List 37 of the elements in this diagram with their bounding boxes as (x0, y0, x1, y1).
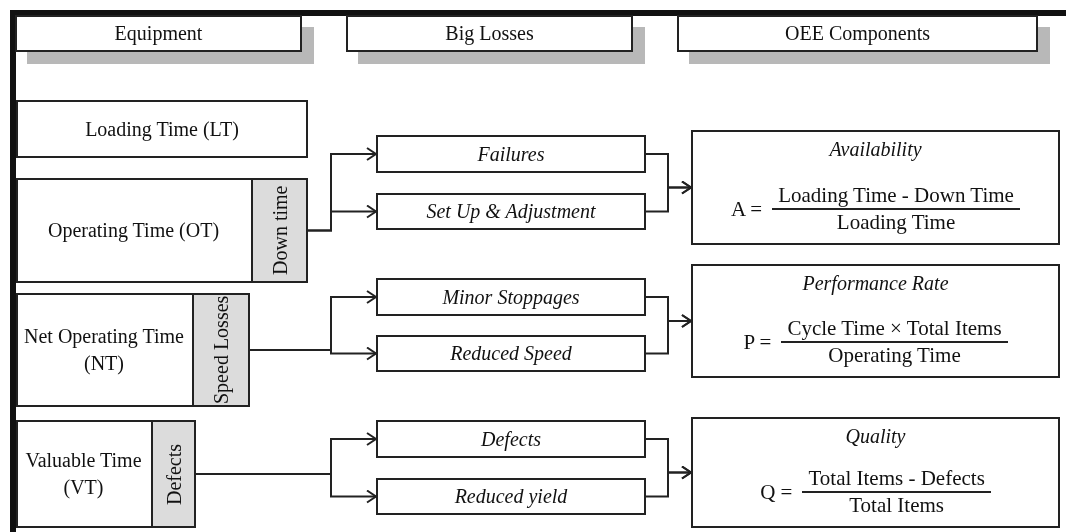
fraction-denominator: Operating Time (827, 343, 962, 368)
connector-arrow (195, 473, 377, 504)
time-label: Valuable Time (VT) (24, 448, 143, 501)
loss-box: Failures (376, 135, 646, 173)
fraction-denominator: Total Items (848, 493, 945, 518)
connector-arrow (249, 346, 377, 361)
time-box: Loading Time (LT) (16, 100, 308, 158)
loss-tab: Down time (251, 178, 308, 283)
formula-box (691, 264, 1060, 378)
loss-tab: Defects (151, 420, 196, 528)
formula-title: Quality (845, 425, 906, 448)
formula-title: Performance Rate (802, 272, 949, 295)
loss-box: Set Up & Adjustment (376, 193, 646, 230)
formula-symbol: P = (743, 329, 772, 355)
time-box (16, 293, 250, 407)
time-box (16, 420, 196, 528)
fraction-numerator: Cycle Time × Total Items (781, 316, 1008, 343)
formula-box (691, 417, 1060, 528)
fraction-numerator: Total Items - Defects (802, 466, 991, 493)
loss-box: Reduced yield (376, 478, 646, 515)
connector-arrow (645, 180, 692, 213)
fraction-numerator: Loading Time - Down Time (772, 183, 1020, 210)
formula-symbol: Q = (760, 479, 793, 505)
time-box (16, 178, 308, 283)
loss-box: Minor Stoppages (376, 278, 646, 316)
time-label: Net Operating Time (NT) (23, 324, 185, 377)
connector-arrow (307, 204, 377, 232)
formula-title: Availability (829, 138, 922, 161)
fraction-denominator: Loading Time (835, 210, 957, 235)
loss-box: Defects (376, 420, 646, 458)
time-label: Operating Time (OT) (46, 218, 221, 244)
connector-arrow (645, 465, 692, 498)
loss-box: Reduced Speed (376, 335, 646, 372)
connector-arrow (645, 314, 692, 355)
formula-symbol: A = (731, 196, 763, 222)
formula-box (691, 130, 1060, 245)
loss-tab: Speed Losses (192, 293, 250, 407)
